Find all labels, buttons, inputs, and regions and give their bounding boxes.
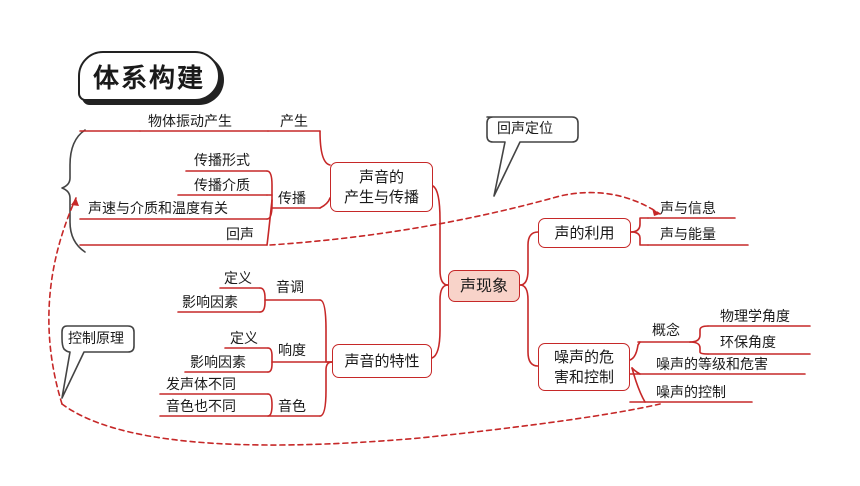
echo-location-callout-shape bbox=[486, 116, 579, 197]
propagation-label: 传播 bbox=[278, 191, 306, 207]
sound-use-node: 声的利用 bbox=[538, 218, 631, 248]
echo-dashed-link bbox=[269, 191, 661, 246]
use-item-information: 声与信息 bbox=[660, 201, 716, 217]
center-node: 声现象 bbox=[448, 270, 520, 302]
pitch-item-definition: 定义 bbox=[224, 271, 252, 287]
pitch-label: 音调 bbox=[276, 280, 304, 296]
generation-label: 产生 bbox=[280, 114, 308, 130]
propagation-item-speed: 声速与介质和温度有关 bbox=[88, 201, 228, 217]
noise-label: 噪声的危 害和控制 bbox=[553, 348, 614, 386]
control-dashed-link bbox=[61, 403, 661, 446]
loudness-item-definition: 定义 bbox=[230, 331, 258, 347]
propagation-item-form: 传播形式 bbox=[194, 153, 250, 169]
production-propagation-node: 声音的 产生与传播 bbox=[330, 162, 433, 212]
control-principle-callout: 控制原理 bbox=[68, 331, 124, 347]
noise-item-levels: 噪声的等级和危害 bbox=[656, 357, 768, 373]
characteristics-label: 声音的特性 bbox=[344, 352, 420, 370]
concept-item-physics: 物理学角度 bbox=[720, 309, 790, 325]
top-left-brace bbox=[61, 129, 86, 253]
echo-location-callout: 回声定位 bbox=[497, 121, 553, 137]
loudness-item-factors: 影响因素 bbox=[190, 355, 246, 371]
noise-item-control: 噪声的控制 bbox=[656, 385, 726, 401]
loudness-label: 响度 bbox=[278, 343, 306, 359]
control-principle-callout-shape bbox=[61, 325, 135, 399]
use-item-energy: 声与能量 bbox=[660, 227, 716, 243]
control-dashed-upward bbox=[48, 197, 77, 405]
noise-concept-label: 概念 bbox=[652, 323, 680, 339]
timbre-label: 音色 bbox=[278, 399, 306, 415]
characteristics-node: 声音的特性 bbox=[332, 344, 432, 378]
noise-node: 噪声的危 害和控制 bbox=[538, 343, 630, 391]
generation-item: 物体振动产生 bbox=[148, 114, 232, 130]
pitch-item-factors: 影响因素 bbox=[182, 295, 238, 311]
propagation-item-echo: 回声 bbox=[226, 227, 254, 243]
timbre-item-2: 音色也不同 bbox=[166, 399, 236, 415]
timbre-item-1: 发声体不同 bbox=[166, 377, 236, 393]
sound-use-label: 声的利用 bbox=[554, 224, 615, 242]
concept-item-environment: 环保角度 bbox=[720, 335, 776, 351]
production-propagation-label: 声音的 产生与传播 bbox=[343, 168, 419, 206]
center-label: 声现象 bbox=[459, 276, 508, 295]
propagation-item-medium: 传播介质 bbox=[194, 178, 250, 194]
page-title: 体系构建 bbox=[78, 51, 220, 101]
